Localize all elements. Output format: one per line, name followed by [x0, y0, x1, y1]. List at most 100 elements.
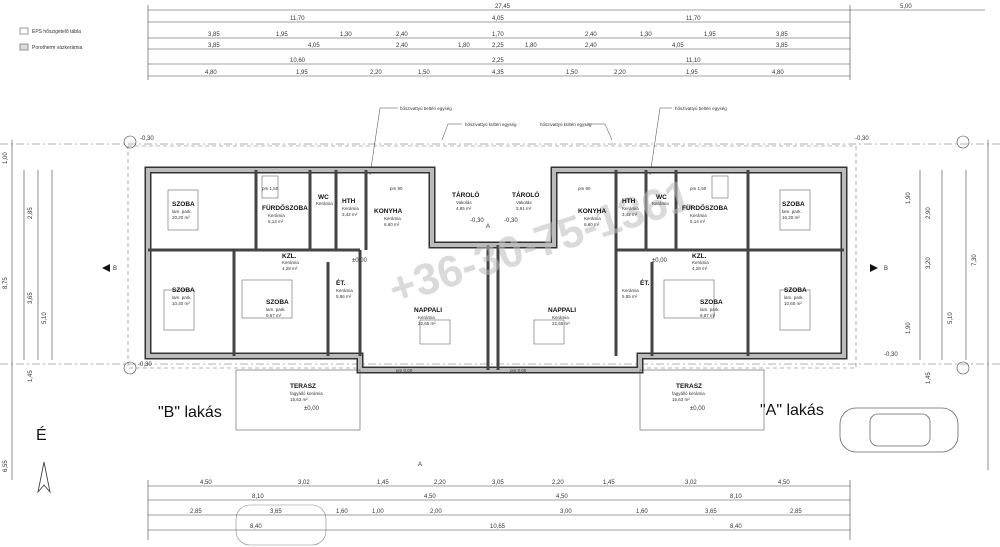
dim-row4-5: 2,25 — [492, 43, 504, 49]
door-label-pm0-right: pm 0,00 — [510, 368, 527, 373]
sdim-right-6: 5,10 — [948, 312, 954, 324]
bdim-row1-7: 1,45 — [603, 480, 615, 486]
dim-row4-8: 4,05 — [672, 43, 684, 49]
room-a-furdo-sub: Kerámia — [690, 213, 707, 218]
room-a-szoba-bm-sub: lam. park. — [700, 307, 720, 312]
north-arrow-icon — [37, 461, 51, 494]
room-a-kzl-sub: Kerámia — [692, 260, 709, 265]
room-b-nappali-name: NAPPALI — [414, 307, 442, 314]
callout-hp-outer-left: hőszivattyú kültéri egység — [465, 122, 517, 127]
room-a-kzl-name: KZL. — [692, 253, 707, 260]
dim-row6-3: 2,20 — [370, 70, 382, 76]
sdim-left-5: 5,10 — [42, 312, 48, 324]
room-a-szoba-tr-sub: lam. park. — [782, 209, 802, 214]
callout-hp-outer-right: hőszivattyú kültéri egység — [540, 122, 592, 127]
bdim-row3-9: 2,85 — [790, 509, 802, 515]
dim-row3-4: 2,40 — [396, 32, 408, 38]
room-a-hth-name: HTH — [622, 198, 636, 205]
room-b-konyha-name: KONYHA — [374, 208, 402, 215]
room-a-nappali-sub: Kerámia — [552, 315, 569, 320]
legend-swatch-porotherm — [19, 43, 29, 51]
dim-right-extra: 5,00 — [900, 4, 912, 10]
bdim-row4-1: 8,40 — [250, 524, 262, 530]
sdim-right-5: 1,90 — [906, 322, 912, 334]
dim-row4-9: 3,85 — [776, 43, 788, 49]
room-b-nappali-area: 22,65 m² — [418, 321, 436, 326]
axis-marker-tl — [123, 135, 137, 149]
bdim-row1-2: 3,02 — [298, 480, 310, 486]
terrace-left-outline — [235, 369, 361, 431]
dim-row6-2: 1,95 — [296, 70, 308, 76]
section-mark-b-left: B — [113, 266, 117, 272]
room-a-konyha-area: 6,60 m² — [584, 222, 600, 227]
bdim-row4-3: 8,40 — [730, 524, 742, 530]
axis-marker-tr — [956, 135, 970, 149]
room-a-nappali-name: NAPPALI — [548, 307, 576, 314]
bdim-row2-2: 4,50 — [424, 494, 436, 500]
room-b-szoba-bl-sub: lam. park. — [172, 295, 192, 300]
axis-marker-bl — [123, 361, 137, 375]
bdim-row1-5: 3,05 — [492, 480, 504, 486]
car-outline — [839, 407, 959, 453]
dim-row4-6: 1,80 — [525, 43, 537, 49]
room-b-wc-name: WC — [318, 194, 329, 201]
room-b-tarolo-sub: Vakolás — [456, 200, 472, 205]
room-a-tarolo-sub: Vakolás — [516, 200, 532, 205]
bdim-row3-8: 3,65 — [705, 509, 717, 515]
dim-row6-5: 4,35 — [492, 70, 504, 76]
bdim-row1-4: 2,20 — [434, 480, 446, 486]
room-a-wc-name: WC — [656, 194, 667, 201]
dim-row5-left: 10,60 — [290, 58, 306, 64]
bdim-row1-9: 4,50 — [778, 480, 790, 486]
sdim-left-2: 8,75 — [3, 277, 9, 289]
dim-row6-9: 4,80 — [772, 70, 784, 76]
room-a-tarolo-area: 3,91 m² — [516, 206, 532, 211]
dim-row3-9: 3,85 — [776, 32, 788, 38]
level-center-right: ±0,00 — [652, 258, 668, 264]
room-b-kzl-name: KZL. — [282, 253, 297, 260]
site-boundary — [127, 145, 857, 369]
dim-row6-6: 1,50 — [566, 70, 578, 76]
bdim-row2-4: 8,10 — [730, 494, 742, 500]
room-a-tarolo-name: TÁROLÓ — [512, 190, 539, 199]
room-a-szoba-bm-name: SZOBA — [700, 299, 723, 306]
bdim-row3-5: 2,00 — [430, 509, 442, 515]
room-b-wc-sub: Kerámia — [316, 201, 333, 206]
level-bl: -0,30 — [138, 362, 152, 368]
dim-overall-width: 27,45 — [495, 4, 511, 10]
room-b-szoba-tl-name: SZOBA — [172, 201, 195, 208]
room-b-et-sub: Kerámia — [336, 288, 353, 293]
room-a-szoba-br-sub: lam. park. — [784, 295, 804, 300]
room-b-konyha-sub: Kerámia — [384, 216, 401, 221]
section-mark-b-right: B — [884, 266, 888, 272]
legend: EPS hőszigetelő tábla Porotherm vázkerám… — [19, 27, 83, 51]
room-b-nappali-sub: Kerámia — [418, 315, 435, 320]
dim-row2-left: 11,70 — [290, 16, 305, 22]
terrace-left-area: 15,63 m² — [290, 397, 308, 402]
terrace-right-outline — [639, 369, 765, 431]
room-a-szoba-tr-name: SZOBA — [782, 201, 805, 208]
section-mark-b-left-icon — [102, 264, 110, 272]
dim-row6-7: 2,20 — [614, 70, 626, 76]
level-store-left: -0,30 — [470, 218, 484, 224]
dim-row3-7: 1,30 — [640, 32, 652, 38]
axis-marker-br — [956, 361, 970, 375]
bdim-row3-7: 1,60 — [636, 509, 648, 515]
room-a-szoba-tr-area: 16,20 m² — [782, 215, 800, 220]
level-center-left: ±0,00 — [352, 258, 368, 264]
room-b-szoba-bl-area: 10,40 m² — [172, 301, 190, 306]
axis-lines — [0, 143, 1000, 365]
door-label-pm0-left: pm 0,00 — [396, 368, 413, 373]
bdim-row1-8: 3,02 — [685, 480, 697, 486]
terrace-right-area: 15,63 m² — [672, 397, 690, 402]
door-label-pm90-right: pm 90 — [578, 186, 591, 191]
sdim-left-3: 2,85 — [28, 207, 34, 219]
terrace-right-level: ±0,00 — [690, 406, 706, 412]
sdim-left-6: 1,45 — [28, 370, 34, 382]
dim-row4-3: 2,40 — [396, 43, 408, 49]
room-b-tarolo-area: 4,85 m² — [456, 206, 472, 211]
dim-row3-6: 2,40 — [585, 32, 597, 38]
level-store-right: -0,30 — [504, 218, 518, 224]
dim-row4-1: 3,85 — [208, 43, 220, 49]
